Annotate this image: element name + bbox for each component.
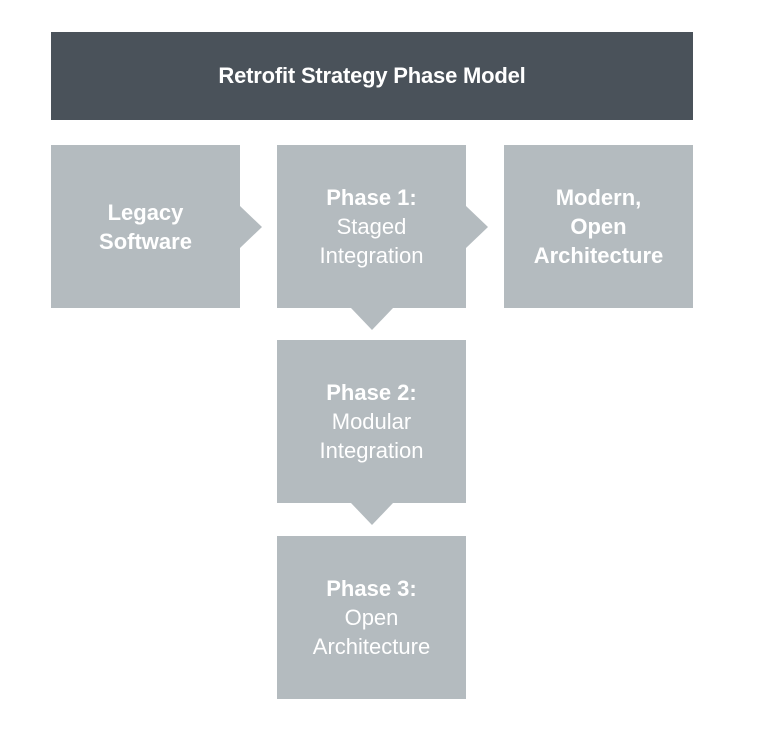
node-phase3-heading: Phase 3:: [326, 576, 417, 601]
diagram-title: Retrofit Strategy Phase Model: [51, 32, 693, 120]
node-phase-2: Phase 2: Modular Integration: [277, 340, 466, 503]
node-modern-line2: Open: [570, 214, 627, 239]
node-phase-1: Phase 1: Staged Integration: [277, 145, 466, 308]
arrow-down-icon: [351, 503, 393, 525]
node-legacy-software: Legacy Software: [51, 145, 240, 308]
node-phase1-line2: Integration: [319, 243, 424, 268]
node-legacy-line2: Software: [99, 228, 192, 254]
node-modern-line3: Architecture: [533, 243, 664, 268]
node-phase2-line1: Modular: [331, 409, 412, 434]
arrow-down-icon: [351, 308, 393, 330]
node-modern-line1: Modern,: [555, 185, 642, 210]
node-modern-open-architecture: Modern, Open Architecture: [504, 145, 693, 308]
node-phase2-heading: Phase 2:: [326, 380, 417, 405]
node-legacy-line1: Legacy: [107, 199, 184, 225]
arrow-right-icon: [466, 206, 488, 248]
node-phase2-line2: Integration: [319, 438, 424, 463]
node-phase1-line1: Staged: [336, 214, 407, 239]
arrow-right-icon: [240, 206, 262, 248]
node-phase1-heading: Phase 1:: [326, 185, 417, 210]
node-phase3-line1: Open: [344, 605, 399, 630]
node-phase-3: Phase 3: Open Architecture: [277, 536, 466, 699]
node-phase3-line2: Architecture: [312, 634, 431, 659]
